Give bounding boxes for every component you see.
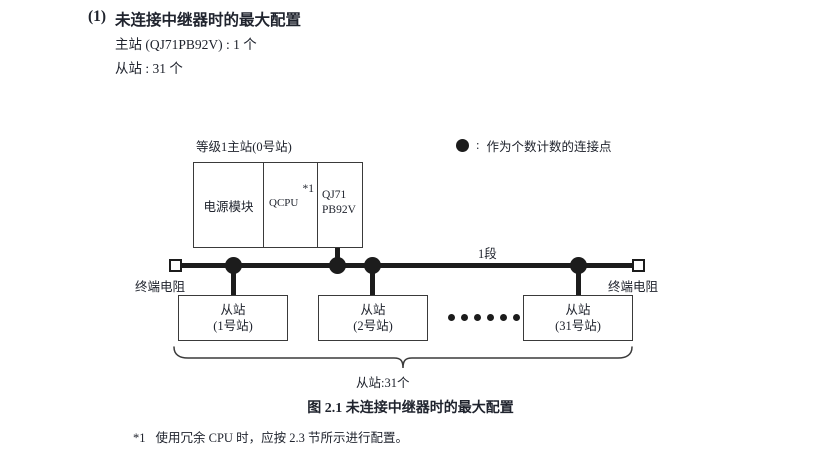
node-master [329, 257, 346, 274]
node-slave-2 [364, 257, 381, 274]
heading-number: (1) [88, 8, 107, 25]
ellipsis-dot [513, 314, 520, 321]
figure-caption: 图 2.1 未连接中继器时的最大配置 [307, 401, 514, 416]
ellipsis-dot [474, 314, 481, 321]
slave-1-drop-line [231, 264, 236, 296]
legend: : 作为个数计数的连接点 [456, 136, 612, 155]
slave-2-station: (2号站) [353, 319, 393, 333]
footnote: *1 使用冗余 CPU 时，应按 2.3 节所示进行配置。 [133, 427, 408, 446]
network-module-label: QJ71 PB92V [322, 188, 356, 218]
master-station-label: 等级1主站(0号站) [196, 140, 292, 154]
power-supply-module: 电源模块 [194, 163, 264, 247]
slave-31-drop-line [576, 264, 581, 296]
ellipsis-dot [448, 314, 455, 321]
terminator-right-icon [632, 259, 645, 272]
node-slave-31 [570, 257, 587, 274]
slave-31-title: 从站 [565, 303, 591, 317]
terminator-right-label: 终端电阻 [608, 280, 659, 294]
master-count-line: 主站 (QJ71PB92V) : 1 个 [115, 37, 257, 52]
terminator-left-icon [169, 259, 182, 272]
network-module: QJ71 PB92V [318, 163, 362, 247]
slave-station-31: 从站 (31号站) [523, 295, 633, 341]
cpu-module: QCPU *1 [264, 163, 318, 247]
network-module-line2: PB92V [322, 204, 356, 216]
cpu-footnote-mark: *1 [302, 183, 315, 195]
legend-label: 作为个数计数的连接点 [486, 140, 612, 154]
slave-31-station: (31号站) [555, 319, 601, 333]
brace-label: 从站:31个 [356, 376, 410, 390]
cpu-label: QCPU [269, 197, 299, 209]
slave-1-title: 从站 [220, 303, 246, 317]
slave-2-title: 从站 [360, 303, 386, 317]
bus-trunk-line [180, 263, 638, 268]
slave-group-brace [172, 346, 634, 375]
page-title: 未连接中继器时的最大配置 [115, 12, 302, 29]
ellipsis-dot [487, 314, 494, 321]
power-supply-label: 电源模块 [203, 199, 254, 214]
network-module-line1: QJ71 [322, 189, 347, 201]
ellipsis-dot [500, 314, 507, 321]
legend-separator: : [476, 138, 480, 152]
slave-2-drop-line [370, 264, 375, 296]
footnote-mark: *1 [133, 431, 146, 445]
ellipsis-dot [461, 314, 468, 321]
slave-station-2: 从站 (2号站) [318, 295, 428, 341]
footnote-text: 使用冗余 CPU 时，应按 2.3 节所示进行配置。 [155, 431, 408, 445]
filled-circle-icon [456, 139, 469, 152]
terminator-left-label: 终端电阻 [135, 280, 186, 294]
slave-count-line: 从站 : 31 个 [115, 61, 183, 76]
master-station-rack: 电源模块 QCPU *1 QJ71 PB92V [193, 162, 363, 248]
slave-station-1: 从站 (1号站) [178, 295, 288, 341]
ellipsis-dots [448, 314, 520, 321]
segment-label: 1段 [478, 247, 497, 261]
node-slave-1 [225, 257, 242, 274]
slave-1-station: (1号站) [213, 319, 253, 333]
